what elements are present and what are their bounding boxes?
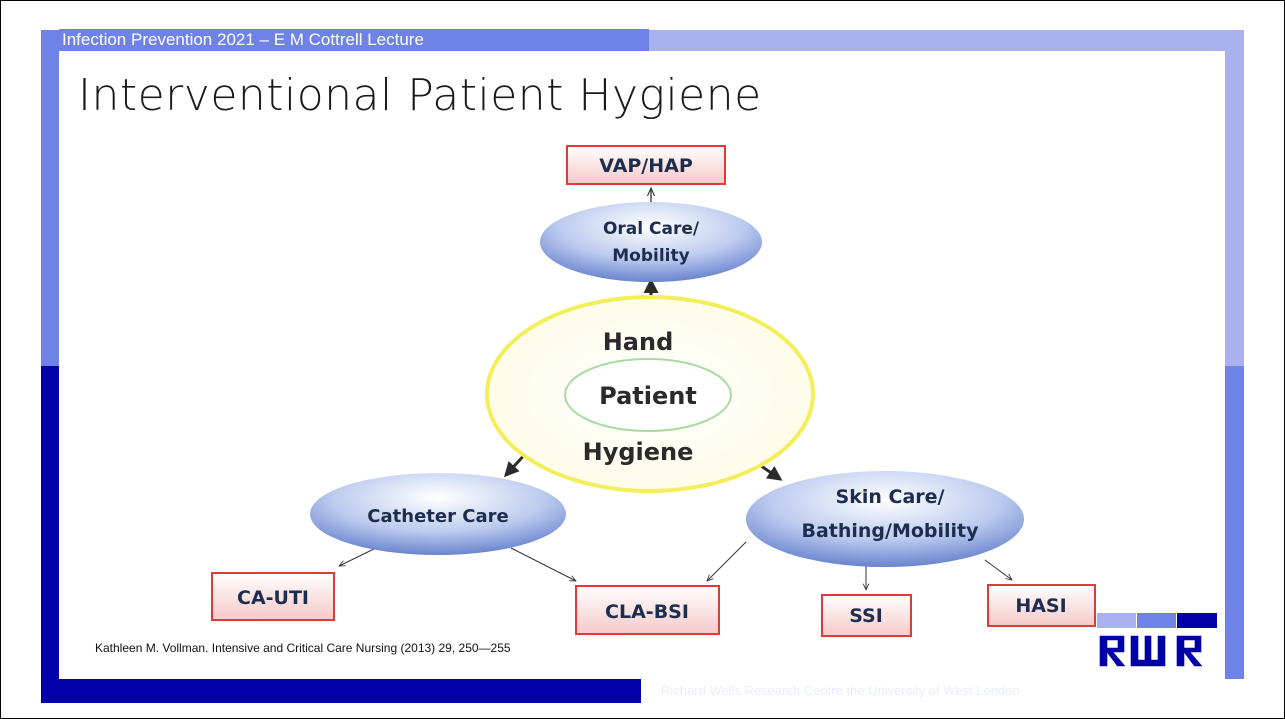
skin-care-label-1: Skin Care/ <box>836 486 945 508</box>
ssi-box: SSI <box>821 594 912 637</box>
vap-hap-box: VAP/HAP <box>566 145 726 185</box>
patient-label: Patient <box>599 382 697 410</box>
oral-care-label-1: Oral Care/ <box>603 219 700 239</box>
catheter-care-label: Catheter Care <box>367 506 508 527</box>
skin-care-ellipse: Skin Care/ Bathing/Mobility <box>746 471 1024 567</box>
arrow-catheter-to-clabsi <box>510 547 576 581</box>
skin-care-label-2: Bathing/Mobility <box>801 520 979 542</box>
oral-care-label-2: Mobility <box>612 246 689 266</box>
citation-text: Kathleen M. Vollman. Intensive and Criti… <box>95 641 511 655</box>
header-bar: Infection Prevention 2021 – E M Cottrell… <box>59 29 649 51</box>
svg-text:CLA-BSI: CLA-BSI <box>605 601 689 623</box>
svg-text:SSI: SSI <box>849 605 883 627</box>
ca-uti-box: CA-UTI <box>211 572 335 621</box>
hand-label: Hand <box>603 328 674 356</box>
arrow-skin-to-hasi <box>984 559 1012 580</box>
header-text: Infection Prevention 2021 – E M Cottrell… <box>62 30 424 49</box>
footer-bar: Richard Wells Research Centre the Univer… <box>641 679 1244 703</box>
oral-care-ellipse: Oral Care/ Mobility <box>540 202 762 282</box>
svg-text:VAP/HAP: VAP/HAP <box>599 155 693 177</box>
hasi-box: HASI <box>987 584 1096 627</box>
cla-bsi-box: CLA-BSI <box>575 585 720 635</box>
arrow-catheter-to-cauti <box>339 547 377 566</box>
arrow-skin-to-clabsi <box>707 541 747 581</box>
catheter-care-ellipse: Catheter Care <box>310 473 566 555</box>
footer-text: Richard Wells Research Centre the Univer… <box>661 683 1020 698</box>
slide-title: Interventional Patient Hygiene <box>78 70 762 121</box>
rwr-logo <box>1097 613 1217 668</box>
patient-ellipse: Patient <box>564 358 732 432</box>
svg-text:HASI: HASI <box>1015 595 1066 617</box>
svg-text:CA-UTI: CA-UTI <box>237 587 309 609</box>
hygiene-label: Hygiene <box>583 438 694 466</box>
